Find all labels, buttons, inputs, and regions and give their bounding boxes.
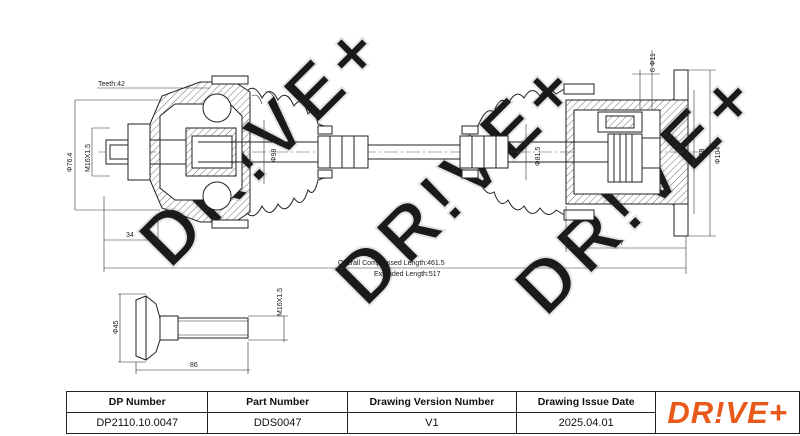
- bolt-thread: [177, 317, 249, 339]
- header-part-number: Part Number: [207, 391, 348, 413]
- left-clamp-top: [211, 75, 249, 85]
- title-block-value-row: DP2110.10.0047 DDS0047 V1 2025.04.01: [65, 412, 800, 434]
- dim-d98: Φ98: [271, 149, 278, 162]
- dim-d88: Φ88: [699, 149, 706, 162]
- bolt-detail: [118, 293, 288, 374]
- dim-m16-bolt: M16X1.5: [277, 288, 284, 316]
- value-part-number: DDS0047: [207, 412, 348, 434]
- left-flange: [127, 123, 151, 181]
- dim-d104: Φ104: [715, 147, 722, 164]
- right-tripod-joint: [508, 69, 689, 237]
- left-boot-clamp-top: [317, 125, 333, 135]
- right-flange-outer: [673, 69, 689, 101]
- dim-m16-top: M16X1.5: [85, 144, 92, 172]
- dim-d81: Φ81.5: [535, 147, 542, 166]
- left-clamp-bottom: [211, 219, 249, 229]
- right-flange-outer-bottom: [673, 203, 689, 237]
- dim-extended: Extended Length:517: [374, 271, 441, 278]
- dim-teeth: Teeth:42: [98, 81, 125, 88]
- technical-drawing: DR!VE+ DR!VE+ DR!VE+: [67, 4, 777, 374]
- dimension-labels: Teeth:42 Φ76.4 M16X1.5 Φ98 Φ81.5 Φ88 Φ10…: [67, 53, 722, 278]
- left-cv-ball-top: [202, 93, 232, 123]
- right-boot-clamp-bottom: [461, 169, 479, 179]
- bolt-head: [135, 295, 161, 361]
- header-issue-date: Drawing Issue Date: [515, 391, 657, 413]
- dim-d76: Φ76.4: [67, 153, 74, 172]
- left-cv-joint: [105, 75, 282, 229]
- title-block-header-row: DP Number Part Number Drawing Version Nu…: [65, 391, 800, 434]
- value-issue-date: 2025.04.01: [515, 412, 657, 434]
- tripod-hub: [607, 133, 643, 183]
- bolt-shank: [159, 315, 179, 341]
- dim-87: 87: [616, 240, 624, 247]
- right-boot: [461, 83, 595, 221]
- left-boot: [247, 87, 333, 217]
- dim-overall: Overall Compressed Length:461.5: [338, 260, 445, 267]
- header-version: Drawing Version Number: [346, 391, 517, 413]
- right-clamp-top: [563, 83, 595, 95]
- left-boot-clamp-bottom: [317, 169, 333, 179]
- value-version: V1: [346, 412, 517, 434]
- dim-34: 34: [126, 232, 134, 239]
- left-stub-thread: [109, 144, 129, 160]
- right-boot-clamp-top: [461, 125, 479, 135]
- dimension-lines: [74, 50, 716, 274]
- title-block: DP Number Part Number Drawing Version Nu…: [65, 391, 800, 434]
- drive-shaft: [282, 135, 509, 169]
- dim-d45: Φ45: [113, 321, 120, 334]
- dim-86: 86: [190, 362, 198, 369]
- drive-logo: DR!VE+: [667, 394, 788, 430]
- value-dp-number: DP2110.10.0047: [65, 412, 209, 434]
- bolt-labels: Φ45 M16X1.5 86: [113, 288, 284, 369]
- logo-cell: DR!VE+: [655, 391, 800, 434]
- left-cv-ball-bottom: [202, 181, 232, 211]
- dim-six: 6: [650, 68, 657, 72]
- header-dp-number: DP Number: [65, 391, 209, 413]
- right-clamp-bottom: [563, 209, 595, 221]
- dim-d11: Φ11: [650, 53, 657, 66]
